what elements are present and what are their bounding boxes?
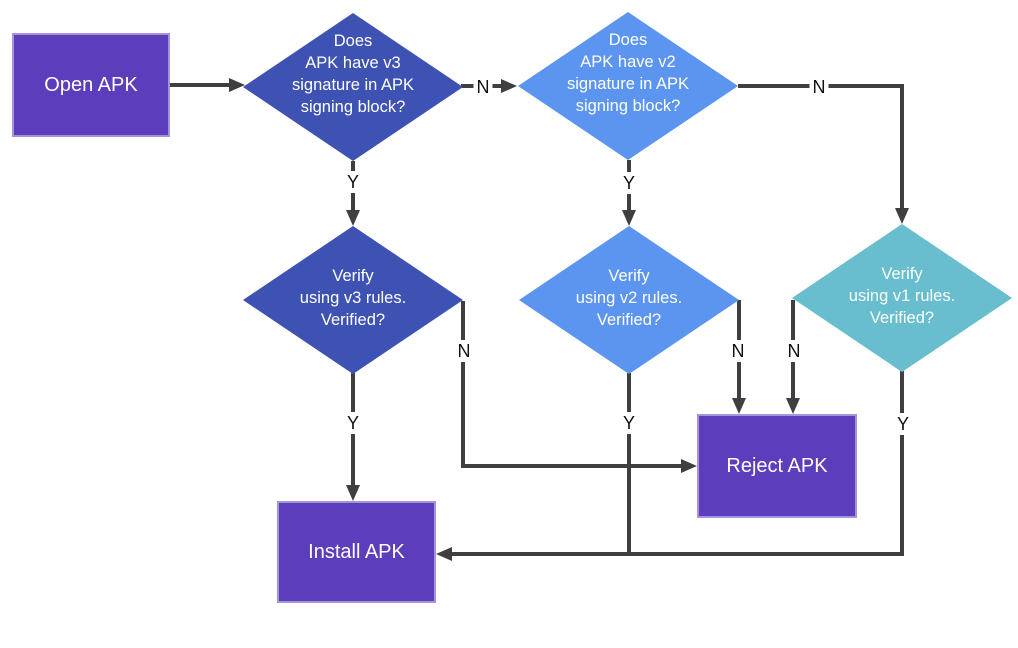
- arrowhead-into-install: [436, 547, 452, 561]
- decision-has-v3-signature-label: Does APK have v3 signature in APK signin…: [292, 32, 414, 116]
- process-open-apk-label: Open APK: [44, 73, 138, 96]
- edge-label-verifyv3-no: N: [454, 340, 474, 362]
- process-open-apk: Open APK: [12, 33, 170, 137]
- decision-verify-v1-rules-label: Verify using v1 rules. Verified?: [848, 265, 956, 327]
- edge-label-qv3-no: N: [473, 76, 493, 98]
- edge-label-verifyv2-no: N: [728, 340, 748, 362]
- edge-label-qv3-yes: Y: [343, 171, 363, 193]
- edge-label-verifyv2-yes: Y: [619, 412, 639, 434]
- process-reject-apk-label: Reject APK: [726, 454, 828, 477]
- edge-label-verifyv3-yes: Y: [343, 412, 363, 434]
- arrowhead-qv2-to-verifyv2: [622, 210, 636, 226]
- arrowhead-verifyv3-to-install: [346, 485, 360, 501]
- arrowhead-verifyv3-to-reject: [681, 459, 697, 473]
- process-reject-apk: Reject APK: [697, 414, 857, 518]
- arrowhead-qv2-to-verifyv1: [895, 208, 909, 224]
- decision-verify-v3-rules-label: Verify using v3 rules. Verified?: [299, 267, 407, 329]
- process-install-apk: Install APK: [277, 501, 436, 603]
- edge-label-verifyv1-yes: Y: [893, 413, 913, 435]
- edge-label-qv2-no: N: [809, 76, 829, 98]
- arrowhead-open-to-qv3: [229, 78, 245, 92]
- edge-qv2-to-verifyv1: [738, 84, 904, 210]
- edge-label-verifyv1-no: N: [784, 340, 804, 362]
- decision-has-v2-signature-label: Does APK have v2 signature in APK signin…: [567, 31, 689, 115]
- decision-verify-v2-rules-label: Verify using v2 rules. Verified?: [575, 267, 683, 329]
- edge-label-qv2-yes: Y: [619, 172, 639, 194]
- arrowhead-qv3-to-verifyv3: [346, 210, 360, 226]
- arrowhead-verifyv2-to-reject: [732, 398, 746, 414]
- process-install-apk-label: Install APK: [308, 540, 405, 563]
- arrowhead-verifyv1-to-reject: [786, 398, 800, 414]
- arrowhead-qv3-to-qv2: [501, 79, 517, 93]
